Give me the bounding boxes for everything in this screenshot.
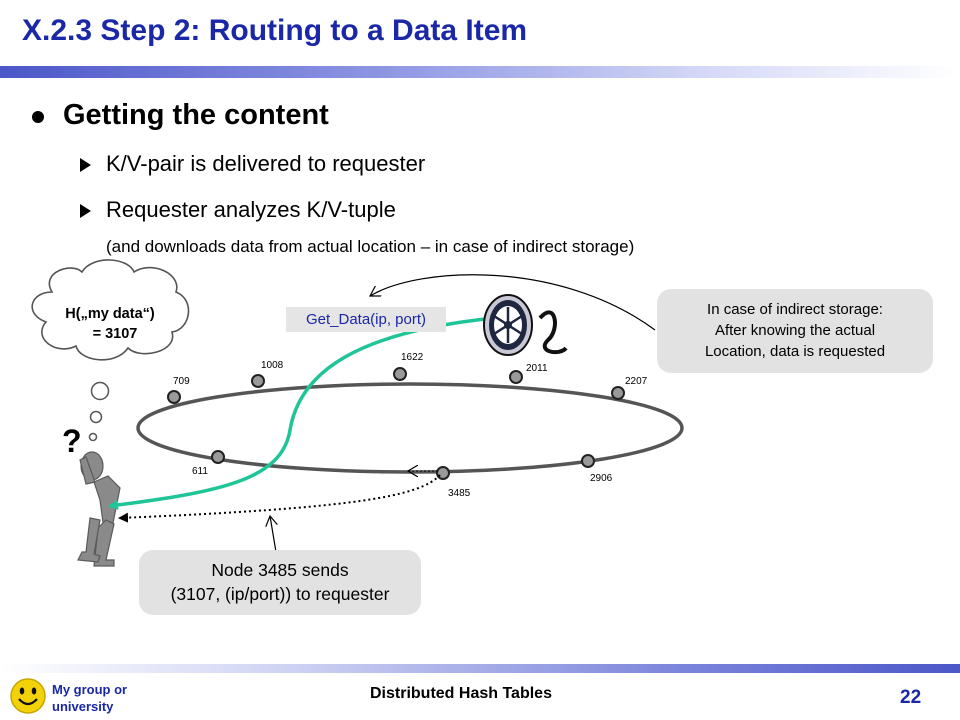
thought-result-text: = 3107 [93, 326, 138, 342]
callout-line: (3107, (ip/port)) to requester [170, 584, 390, 604]
film-reel-icon [483, 294, 568, 356]
page-number: 22 [900, 687, 922, 708]
node-label: 2207 [625, 376, 648, 387]
title-underline-bar [0, 66, 960, 78]
dht-node[interactable] [211, 450, 225, 464]
thought-hash-text: H(„my data“) [65, 306, 155, 322]
sub-bullet-1: K/V-pair is delivered to requester [106, 151, 426, 176]
callout-pointer-arrow [370, 274, 656, 331]
dht-node[interactable] [251, 374, 265, 388]
node-label: 3485 [448, 488, 471, 499]
bullet-dot-icon [32, 111, 44, 123]
triangle-bullet-icon [80, 204, 91, 218]
footer-logo-line: My group or [52, 682, 128, 697]
node-label: 709 [173, 376, 190, 387]
callout-line: Node 3485 sends [211, 560, 349, 580]
indirect-storage-callout: In case of indirect storage: After knowi… [657, 289, 933, 373]
sub-bullet-note: (and downloads data from actual location… [106, 237, 635, 256]
footer-title: Distributed Hash Tables [370, 685, 552, 702]
triangle-bullet-icon [80, 158, 91, 172]
get-data-route-arrow [108, 316, 495, 510]
thinking-person-icon [77, 451, 121, 567]
dht-node[interactable] [436, 466, 450, 480]
node-label: 1008 [261, 360, 284, 371]
thought-cloud [31, 259, 190, 442]
node-label: 1622 [401, 352, 424, 363]
callout-line: After knowing the actual [714, 322, 876, 339]
smiley-logo-icon [10, 678, 46, 714]
callout-line: In case of indirect storage: [707, 301, 883, 318]
dht-node[interactable] [509, 370, 523, 384]
question-mark: ? [62, 423, 82, 459]
response-arrow [118, 474, 441, 523]
footer-bar [0, 664, 960, 673]
footer-logo-text: My group or university [52, 681, 127, 715]
node-label: 2906 [590, 473, 613, 484]
dht-node[interactable] [581, 454, 595, 468]
dht-node[interactable] [167, 390, 181, 404]
main-bullet: Getting the content [63, 99, 329, 131]
callout-line: Location, data is requested [704, 343, 886, 360]
dht-node[interactable] [393, 367, 407, 381]
node-label: 2011 [526, 363, 548, 374]
callout-pointer-line [270, 516, 276, 553]
node-label: 611 [192, 466, 208, 477]
sub-bullet-2: Requester analyzes K/V-tuple [106, 197, 396, 222]
get-data-label: Get_Data(ip, port) [286, 307, 446, 332]
dht-node[interactable] [611, 386, 625, 400]
node-response-callout: Node 3485 sends (3107, (ip/port)) to req… [139, 550, 421, 615]
footer-logo-line: university [52, 699, 114, 714]
slide-title: X.2.3 Step 2: Routing to a Data Item [22, 14, 528, 47]
